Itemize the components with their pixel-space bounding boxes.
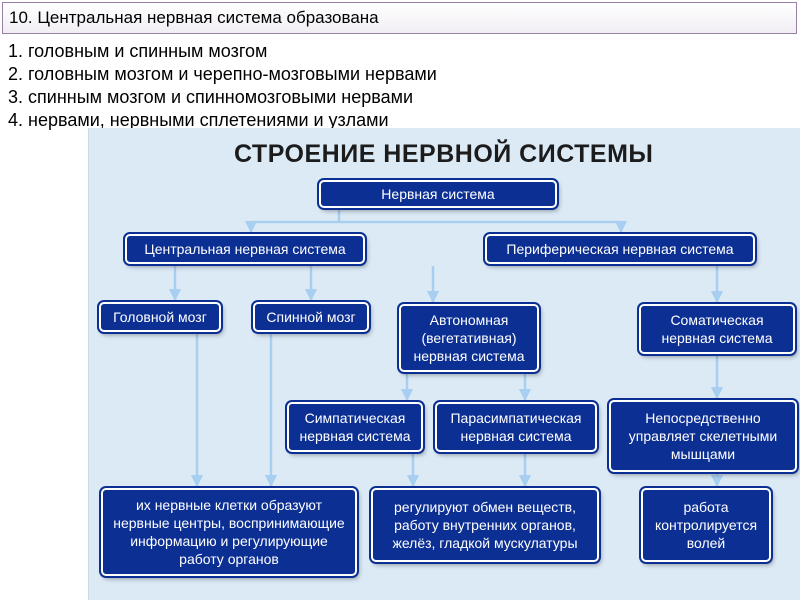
node-peripheral-nervous-system: Периферическая нервная система bbox=[485, 234, 755, 264]
node-sympathetic-nervous-system: Симпатическая нервная система bbox=[287, 402, 423, 452]
node-nervous-system: Нервная система bbox=[319, 180, 557, 208]
node-autonomic-nervous-system: Автономная (вегетативная) нервная систем… bbox=[399, 304, 539, 372]
diagram-title: СТРОЕНИЕ НЕРВНОЙ СИСТЕМЫ bbox=[234, 140, 654, 168]
node-brain: Головной мозг bbox=[99, 302, 221, 332]
answer-option[interactable]: 4. нервами, нервными сплетениями и узлам… bbox=[8, 110, 389, 130]
connector-lines bbox=[168, 210, 724, 488]
node-parasympathetic-nervous-system: Парасимпатическая нервная система bbox=[435, 402, 597, 452]
question-title: 10. Центральная нервная система образова… bbox=[2, 2, 797, 34]
node-skeletal-muscle-control: Непосредственно управляет скелетными мыш… bbox=[609, 400, 797, 472]
node-cns-function: их нервные клетки образуют нервные центр… bbox=[101, 488, 357, 576]
node-voluntary-control: работа контролируется волей bbox=[641, 488, 771, 562]
answer-option[interactable]: 3. спинным мозгом и спинномозговыми нерв… bbox=[8, 87, 414, 107]
node-spinal-cord: Спинной мозг bbox=[253, 302, 369, 332]
node-central-nervous-system: Центральная нервная система bbox=[125, 234, 365, 264]
node-autonomic-function: регулируют обмен веществ, работу внутрен… bbox=[371, 488, 599, 562]
node-somatic-nervous-system: Соматическая нервная система bbox=[639, 304, 795, 354]
answer-option[interactable]: 1. головным и спинным мозгом bbox=[8, 41, 268, 61]
answer-option[interactable]: 2. головным мозгом и черепно-мозговыми н… bbox=[8, 64, 437, 84]
answer-options: 1. головным и спинным мозгом 2. головным… bbox=[8, 40, 437, 132]
nervous-system-diagram: СТРОЕНИЕ НЕРВНОЙ СИСТЕМЫ bbox=[88, 128, 800, 600]
